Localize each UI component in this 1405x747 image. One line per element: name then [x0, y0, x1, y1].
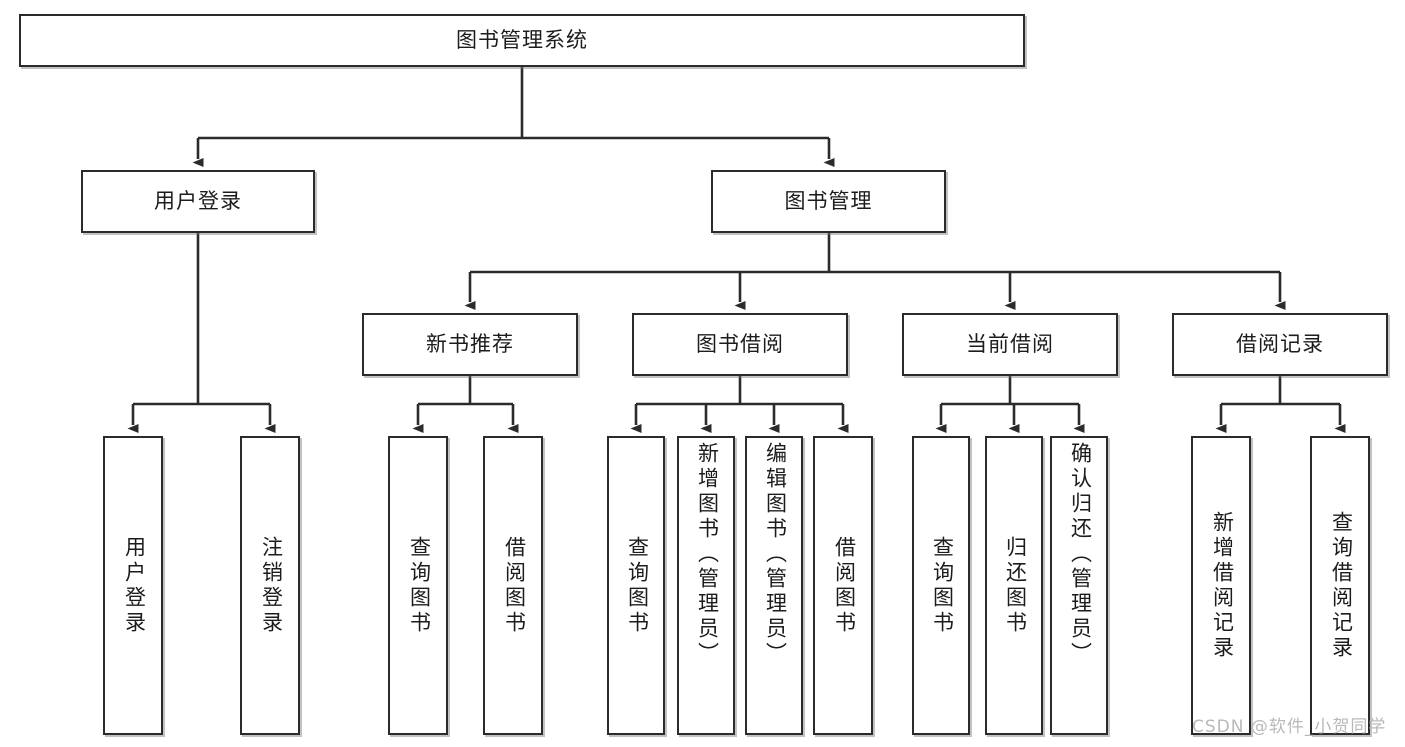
node-leaf-add-borrow-record[interactable]: 新增借阅记录: [1191, 436, 1251, 735]
node-label: 借阅记录: [1236, 332, 1324, 357]
node-book-management[interactable]: 图书管理: [711, 170, 946, 233]
node-label: 新增借阅记录: [1210, 510, 1235, 661]
node-label: 新增图书（管理员）: [695, 442, 720, 667]
node-user-login[interactable]: 用户登录: [81, 170, 315, 233]
node-leaf-borrow-books-rec[interactable]: 借阅图书: [483, 436, 543, 735]
node-label: 用户登录: [154, 189, 242, 214]
node-leaf-query-borrow-record[interactable]: 查询借阅记录: [1310, 436, 1370, 735]
node-leaf-confirm-return-admin[interactable]: 确认归还（管理员）: [1050, 436, 1108, 735]
node-leaf-add-book-admin[interactable]: 新增图书（管理员）: [677, 436, 735, 735]
node-current-borrow[interactable]: 当前借阅: [902, 313, 1118, 376]
node-book-borrow[interactable]: 图书借阅: [632, 313, 848, 376]
node-leaf-borrow-books[interactable]: 借阅图书: [813, 436, 873, 735]
node-borrow-record[interactable]: 借阅记录: [1172, 313, 1388, 376]
node-label: 新书推荐: [426, 332, 514, 357]
node-label: 借阅图书: [832, 535, 857, 636]
node-label: 图书管理: [784, 189, 873, 214]
node-label: 确认归还（管理员）: [1068, 442, 1093, 667]
node-leaf-user-login[interactable]: 用户登录: [103, 436, 163, 735]
node-new-book-recommend[interactable]: 新书推荐: [362, 313, 578, 376]
node-label: 查询借阅记录: [1329, 510, 1354, 661]
node-label: 查询图书: [625, 535, 650, 636]
node-label: 注销登录: [259, 535, 284, 636]
node-label: 当前借阅: [966, 332, 1054, 357]
node-label: 图书管理系统: [456, 28, 588, 53]
node-leaf-return-books[interactable]: 归还图书: [985, 436, 1043, 735]
node-label: 查询图书: [930, 535, 955, 636]
node-leaf-query-books-rec[interactable]: 查询图书: [388, 436, 448, 735]
node-book-management-system[interactable]: 图书管理系统: [19, 14, 1025, 67]
node-label: 编辑图书（管理员）: [763, 442, 788, 667]
node-leaf-logout-login[interactable]: 注销登录: [240, 436, 300, 735]
node-leaf-query-books-current[interactable]: 查询图书: [912, 436, 970, 735]
node-label: 用户登录: [122, 535, 147, 636]
node-leaf-query-books-borrow[interactable]: 查询图书: [607, 436, 665, 735]
node-leaf-edit-book-admin[interactable]: 编辑图书（管理员）: [745, 436, 803, 735]
node-label: 图书借阅: [696, 332, 784, 357]
node-label: 借阅图书: [502, 535, 527, 636]
node-label: 归还图书: [1003, 535, 1028, 636]
csdn-watermark: CSDN @软件_小贺同学: [1192, 717, 1387, 737]
node-label: 查询图书: [407, 535, 432, 636]
